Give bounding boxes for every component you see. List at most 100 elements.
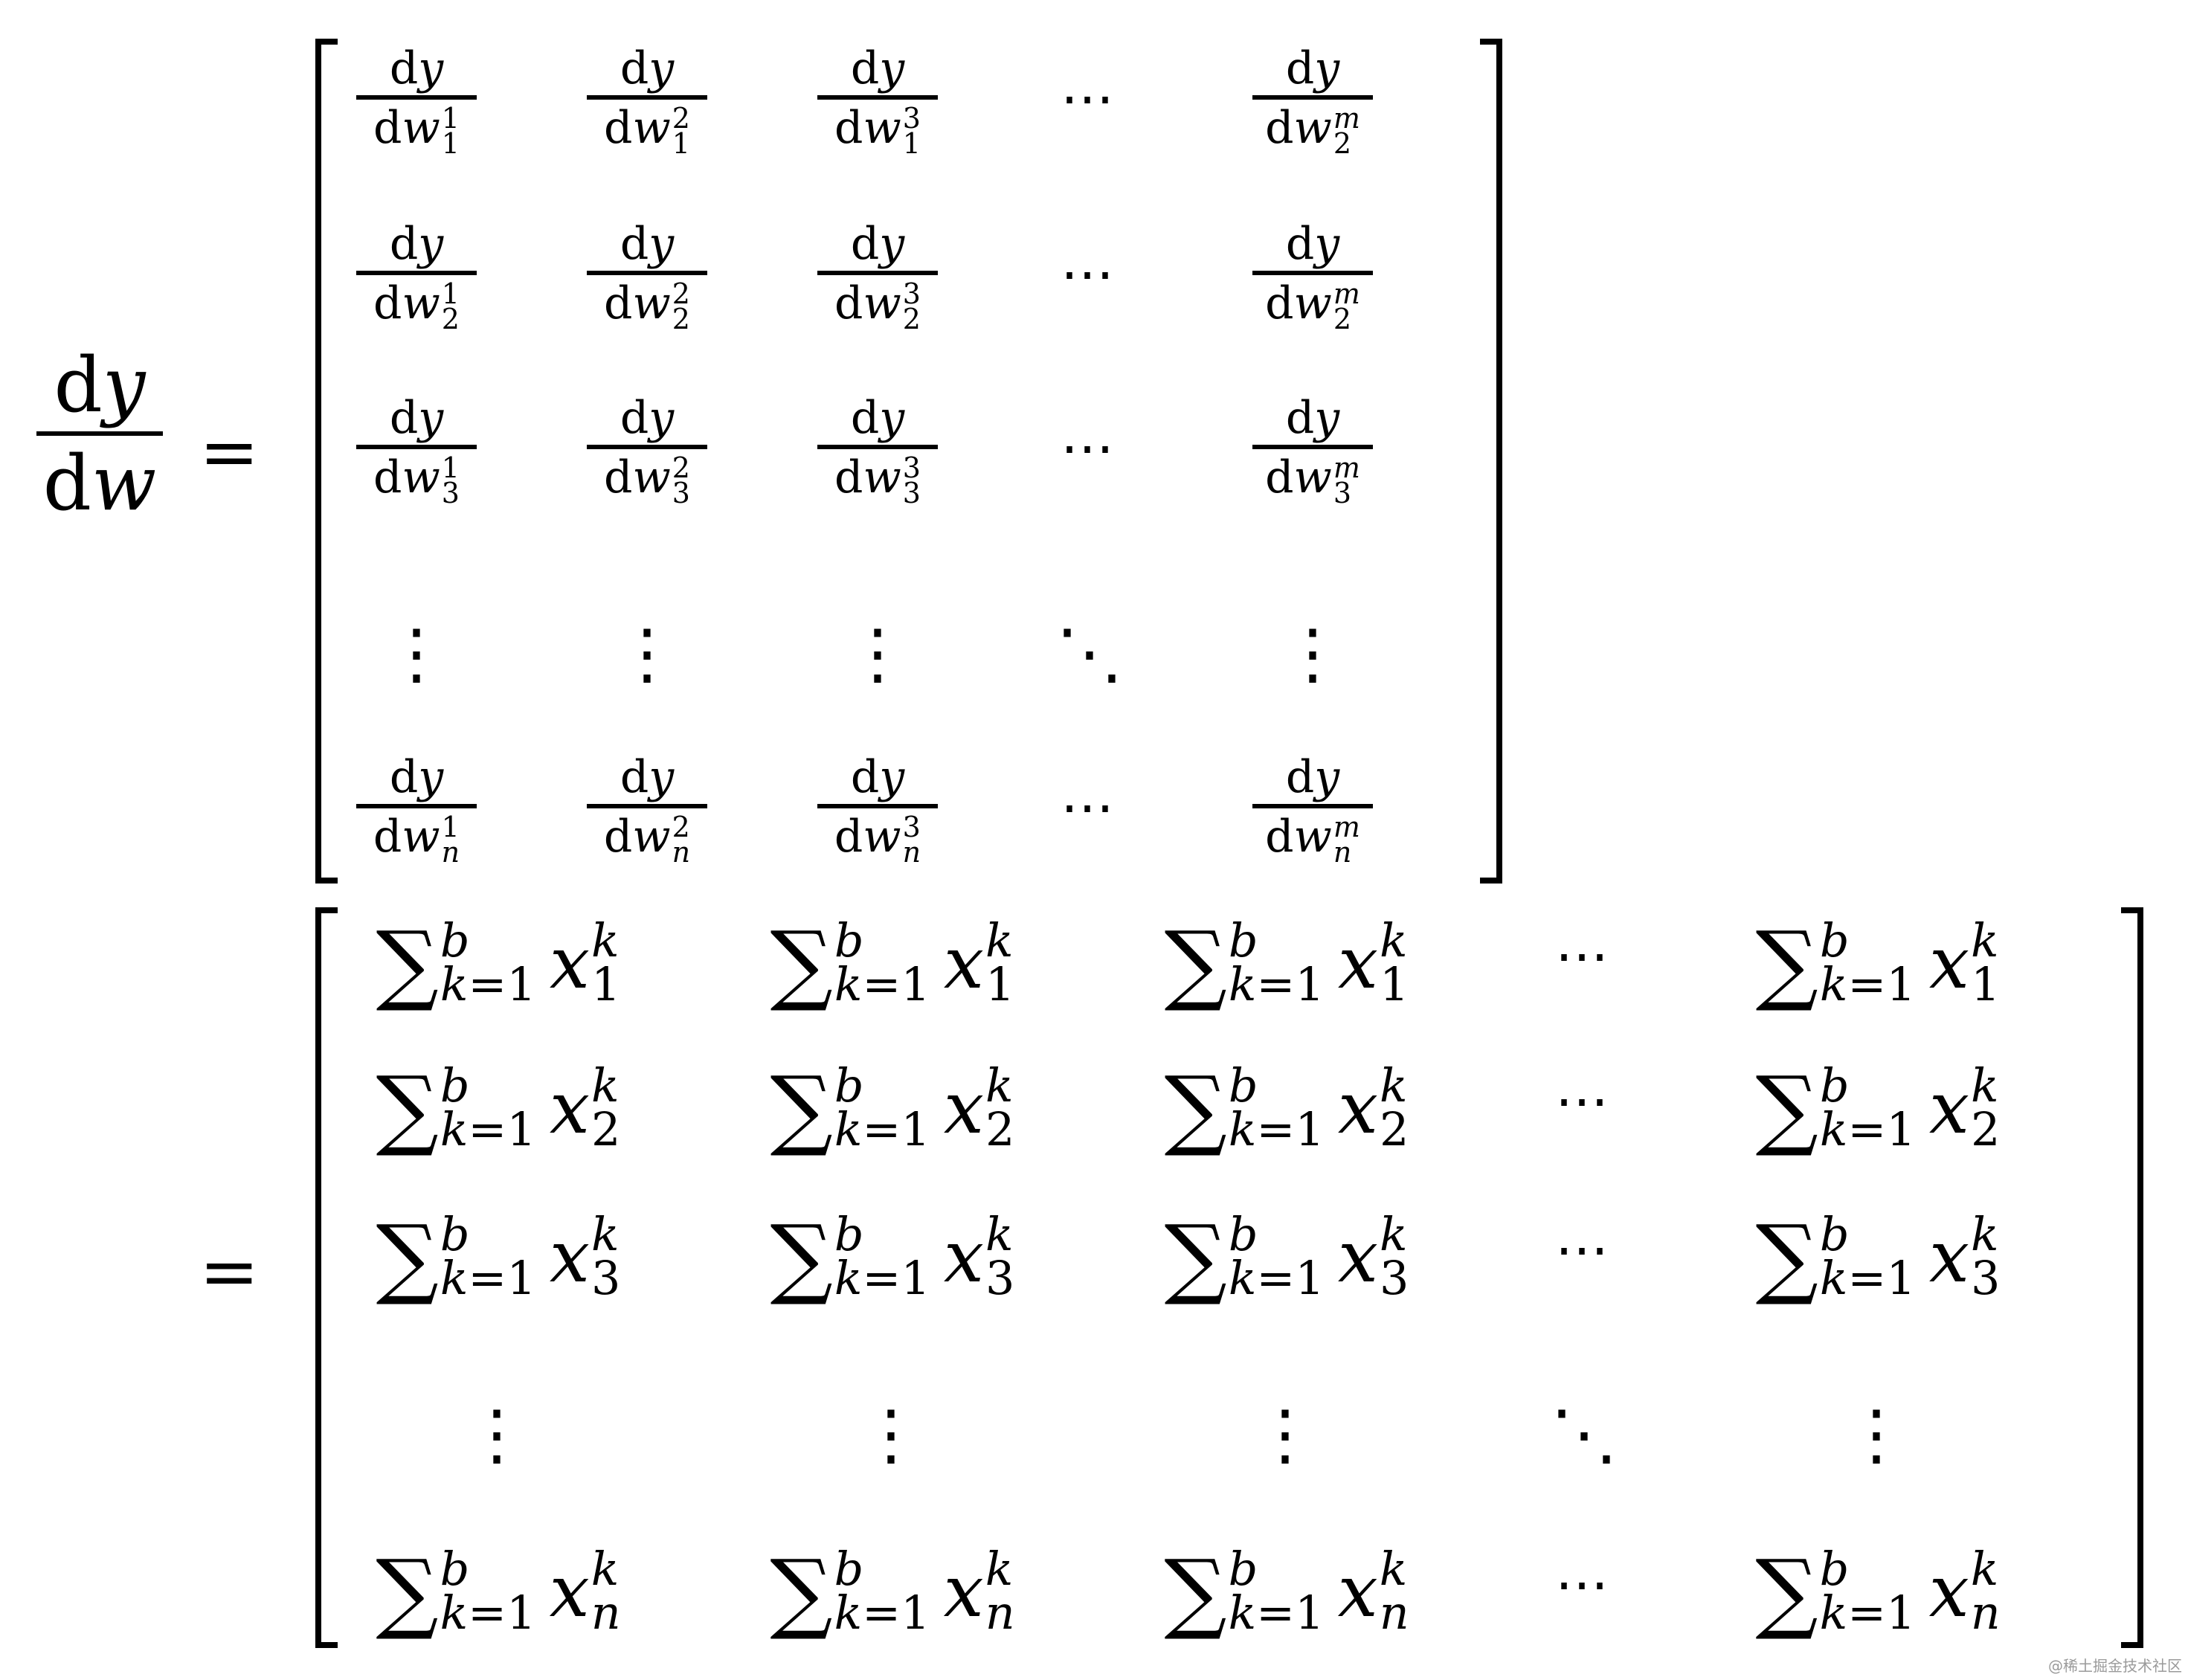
sum-lower-limit: k=1 — [1228, 957, 1325, 1011]
entry-numerator: dy — [850, 42, 905, 94]
sum-variable: x — [549, 1550, 590, 1633]
sigma-symbol: ∑ — [376, 1057, 439, 1159]
entry-numerator: dy — [620, 392, 675, 444]
matrix2-vdots: ⋮ — [1843, 1396, 1910, 1474]
matrix2-vdots: ⋮ — [857, 1396, 924, 1474]
entry-fraction-bar — [817, 271, 938, 275]
variable-subscript: 2 — [591, 1102, 621, 1156]
matrix2-left-bracket — [315, 907, 338, 1648]
entry-superscript: 3 — [902, 451, 921, 485]
sum-upper-limit: b — [1228, 913, 1258, 968]
entry-numerator: dy — [1285, 392, 1340, 444]
entry-subscript: 2 — [441, 303, 460, 336]
matrix1-hdots: ⋯ — [1061, 67, 1119, 129]
sigma-symbol: ∑ — [770, 912, 833, 1014]
matrix1-vdots: ⋮ — [383, 615, 450, 693]
sigma-symbol: ∑ — [1164, 1057, 1227, 1159]
matrix1-vdots: ⋮ — [844, 615, 911, 693]
sum-lower-limit: k=1 — [1819, 1586, 1916, 1640]
variable-superscript: k — [1379, 1207, 1408, 1262]
variable-subscript: n — [591, 1586, 621, 1640]
sum-upper-limit: b — [440, 1542, 470, 1597]
entry-numerator: dy — [1285, 218, 1340, 270]
variable-subscript: 3 — [985, 1251, 1015, 1305]
lhs-fraction: dy dw — [36, 348, 163, 522]
entry-superscript: 1 — [441, 811, 460, 844]
sigma-symbol: ∑ — [376, 912, 439, 1014]
entry-fraction-bar — [817, 445, 938, 449]
matrix1-right-bracket — [1480, 39, 1502, 884]
variable-subscript: 1 — [591, 957, 621, 1011]
sum-lower-limit: k=1 — [834, 1102, 930, 1156]
matrix2-vdots: ⋮ — [1252, 1396, 1319, 1474]
sum-upper-limit: b — [440, 1058, 470, 1113]
variable-subscript: 3 — [591, 1251, 621, 1305]
entry-fraction-bar — [1252, 271, 1373, 275]
sum-variable: x — [549, 1066, 590, 1150]
entry-superscript: m — [1333, 811, 1360, 844]
sigma-symbol: ∑ — [1755, 1057, 1818, 1159]
entry-subscript: 3 — [441, 477, 460, 510]
variable-subscript: 1 — [1970, 957, 2001, 1011]
entry-numerator: dy — [389, 42, 444, 94]
entry-superscript: 1 — [441, 102, 460, 135]
sigma-symbol: ∑ — [1164, 1540, 1227, 1643]
sum-upper-limit: b — [1819, 1542, 1850, 1597]
sum-variable: x — [549, 921, 590, 1005]
variable-superscript: k — [1970, 1542, 1999, 1597]
matrix1-hdots: ⋯ — [1061, 242, 1119, 305]
sum-lower-limit: k=1 — [1819, 1251, 1916, 1305]
matrix1-vdots: ⋮ — [1279, 615, 1346, 693]
sum-variable: x — [943, 1066, 984, 1150]
sum-lower-limit: k=1 — [1228, 1102, 1325, 1156]
entry-numerator: dy — [620, 42, 675, 94]
sum-variable: x — [943, 1550, 984, 1633]
entry-fraction-bar — [587, 271, 707, 275]
sum-upper-limit: b — [440, 913, 470, 968]
matrix2-hdots: ⋯ — [1555, 1069, 1613, 1132]
matrix1-ddots: ⋱ — [1056, 615, 1123, 693]
entry-subscript: 3 — [902, 477, 921, 510]
lhs-numerator: dy — [54, 341, 146, 430]
sum-variable: x — [1337, 1215, 1378, 1298]
sum-variable: x — [549, 1215, 590, 1298]
entry-numerator: dy — [389, 751, 444, 803]
sum-lower-limit: k=1 — [834, 1251, 930, 1305]
sum-lower-limit: k=1 — [440, 1251, 536, 1305]
entry-fraction-bar — [356, 445, 477, 449]
variable-superscript: k — [1379, 913, 1408, 968]
sum-lower-limit: k=1 — [440, 957, 536, 1011]
variable-superscript: k — [985, 1058, 1014, 1113]
entry-subscript: n — [1333, 836, 1352, 869]
sum-variable: x — [1928, 1550, 1969, 1633]
sum-variable: x — [1337, 921, 1378, 1005]
entry-subscript: 2 — [1333, 303, 1352, 336]
entry-subscript: 3 — [672, 477, 690, 510]
entry-fraction-bar — [1252, 95, 1373, 100]
sum-upper-limit: b — [1228, 1542, 1258, 1597]
sum-upper-limit: b — [440, 1207, 470, 1262]
sum-upper-limit: b — [1819, 913, 1850, 968]
entry-fraction-bar — [356, 804, 477, 808]
entry-superscript: 3 — [902, 277, 921, 311]
variable-subscript: n — [1970, 1586, 2001, 1640]
sum-lower-limit: k=1 — [440, 1102, 536, 1156]
sigma-symbol: ∑ — [1755, 1206, 1818, 1308]
entry-numerator: dy — [1285, 751, 1340, 803]
